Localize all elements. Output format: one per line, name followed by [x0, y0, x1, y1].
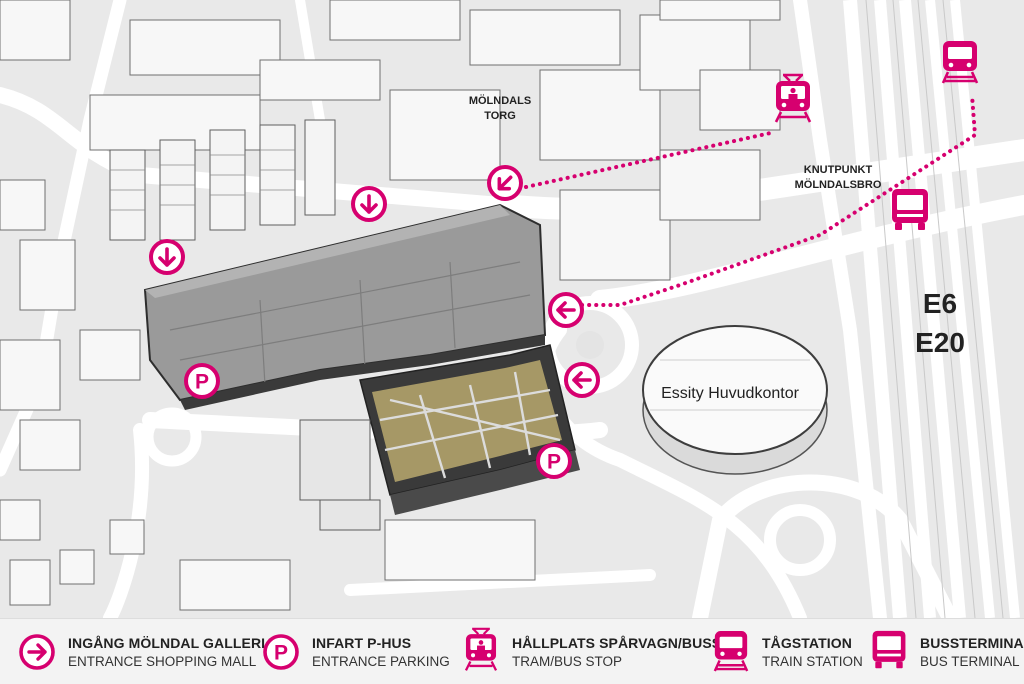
- label-road-e6: E6: [923, 288, 957, 319]
- parking-marker: P: [536, 443, 572, 479]
- train-station-marker: [941, 39, 979, 85]
- parking-glyph: P: [195, 371, 209, 394]
- parking-glyph: P: [274, 642, 288, 665]
- legend-subtitle: ENTRANCE PARKING: [312, 654, 450, 669]
- legend-subtitle: TRAIN STATION: [762, 654, 863, 669]
- arrow-circle-icon: [19, 634, 55, 670]
- parking-glyph: P: [547, 451, 561, 474]
- legend-title: HÅLLPLATS SPÅRVAGN/BUSS: [512, 635, 722, 651]
- bus-icon: [872, 630, 906, 669]
- label-road-e20: E20: [915, 327, 965, 358]
- area-map: MÖLNDALS TORG KNUTPUNKT MÖLNDALSBRO Essi…: [0, 0, 1024, 618]
- entrance-marker: [564, 362, 600, 398]
- legend-title: INGÅNG MÖLNDAL GALLERIA: [68, 635, 276, 651]
- legend-title: INFART P-HUS: [312, 635, 412, 651]
- parking-icon: P: [263, 634, 299, 670]
- map-legend: INGÅNG MÖLNDAL GALLERIA ENTRANCE SHOPPIN…: [0, 618, 1024, 684]
- legend-title: TÅGSTATION: [762, 635, 852, 651]
- parking-marker: P: [184, 363, 220, 399]
- entrance-marker: [548, 292, 584, 328]
- legend-title: BUSSTERMINAL: [920, 635, 1024, 651]
- label-knutpunkt: KNUTPUNKT: [804, 164, 873, 176]
- legend-subtitle: BUS TERMINAL: [920, 654, 1020, 669]
- label-molndalsbro: MÖLNDALSBRO: [795, 178, 882, 191]
- label-molndals-torg: MÖLNDALS: [469, 94, 531, 107]
- entrance-marker: [351, 186, 387, 222]
- train-icon: [713, 629, 749, 673]
- legend-subtitle: ENTRANCE SHOPPING MALL: [68, 654, 257, 669]
- tram-icon: [464, 627, 498, 672]
- entrance-marker: [149, 239, 185, 275]
- legend-subtitle: TRAM/BUS STOP: [512, 654, 623, 669]
- label-essity: Essity Huvudkontor: [661, 385, 800, 402]
- label-molndals-torg-2: TORG: [484, 110, 516, 122]
